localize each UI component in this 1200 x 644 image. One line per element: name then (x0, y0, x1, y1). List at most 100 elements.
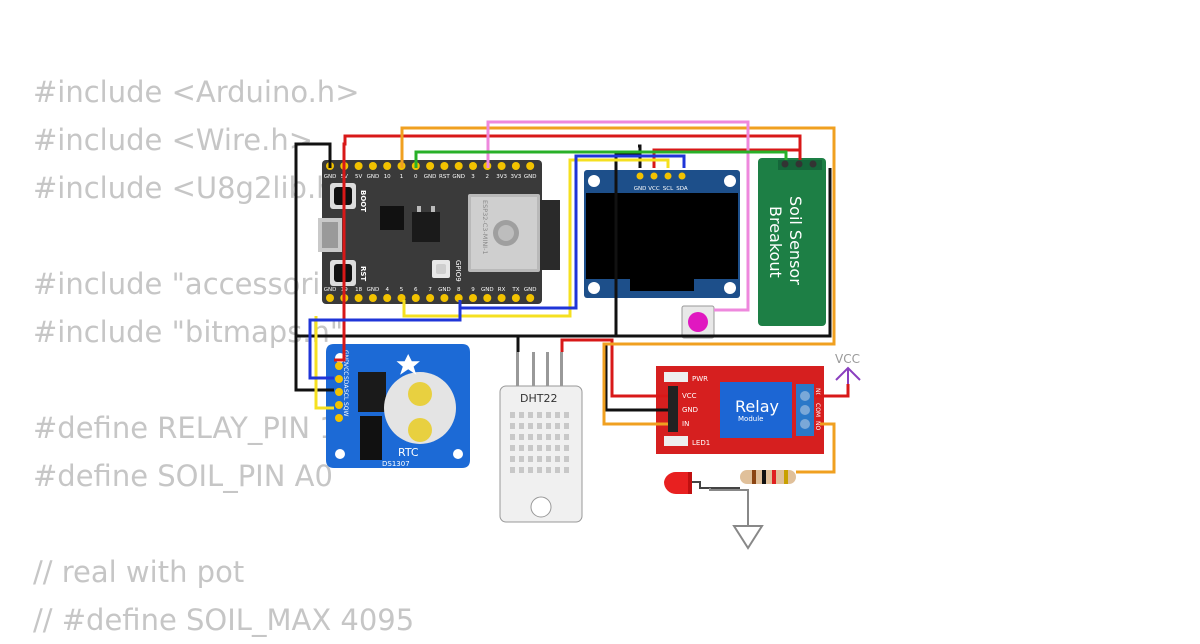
relay-module[interactable]: PWR LED1 VCC GND IN Relay Module NC COM … (656, 366, 824, 454)
header-pin-bottom[interactable] (411, 294, 420, 302)
pin-label-top: GND (367, 174, 380, 180)
header-pin-top[interactable] (426, 162, 435, 170)
code-line: #include <Arduino.h> (33, 75, 360, 109)
vcc-symbol: VCC (835, 352, 861, 384)
header-pin-bottom[interactable] (354, 294, 363, 302)
pin-label-bottom: RX (498, 287, 506, 293)
relay-contact-no: NO (814, 421, 821, 430)
code-line: #define RELAY_PIN 1 (33, 411, 338, 445)
pin-label-top: 3V3 (496, 174, 507, 180)
oled-pin-label: VCC (648, 186, 660, 192)
module-name: ESP32-C3-MINI-1 (481, 200, 489, 255)
rtc-pin[interactable] (335, 388, 343, 396)
pin-label-bottom: GND (367, 287, 380, 293)
header-pin-top[interactable] (440, 162, 449, 170)
rtc-pin-label: SQW (342, 402, 349, 417)
oled-pin-label: SCL (663, 186, 674, 192)
header-pin-bottom[interactable] (368, 294, 377, 302)
relay-pwr-label: PWR (692, 375, 708, 383)
pin-label-bottom: GND (438, 287, 451, 293)
pin-label-top: 0 (414, 174, 418, 180)
pin-label-top: 5V (355, 174, 362, 180)
push-button[interactable] (681, 305, 715, 339)
soil-sensor-breakout[interactable]: Soil Sensor Breakout (758, 158, 826, 326)
oled-pin[interactable] (650, 172, 658, 180)
oled-pin[interactable] (678, 172, 686, 180)
header-pin-top[interactable] (354, 162, 363, 170)
pin-label-bottom: GND (324, 287, 337, 293)
relay-subtitle: Module (738, 415, 763, 423)
rtc-pin-label: SCL (342, 389, 349, 401)
pin-label-bottom: TX (511, 287, 519, 293)
rtc-pin[interactable] (335, 375, 343, 383)
oled-pin[interactable] (636, 172, 644, 180)
code-line: #define SOIL_PIN A0 (33, 459, 333, 493)
wires (294, 120, 850, 526)
header-pin-bottom[interactable] (426, 294, 435, 302)
rst-label: RST (359, 266, 367, 281)
header-pin-top[interactable] (454, 162, 463, 170)
code-line: // real with pot (33, 555, 245, 589)
dht22-sensor[interactable]: DHT22 (499, 352, 583, 523)
resistor[interactable] (740, 470, 796, 484)
header-pin-top[interactable] (526, 162, 535, 170)
rtc-pin[interactable] (335, 401, 343, 409)
header-pin-top[interactable] (368, 162, 377, 170)
relay-pin-gnd: GND (682, 406, 698, 414)
relay-contact-com: COM (814, 403, 821, 417)
dht22-label: DHT22 (520, 392, 557, 405)
pin-label-bottom: 5 (400, 287, 404, 293)
red-led[interactable] (664, 471, 692, 494)
header-pin-bottom[interactable] (326, 294, 334, 302)
pin-label-bottom: 9 (471, 287, 475, 293)
pin-label-bottom: 4 (385, 287, 389, 293)
pin-label-top: 10 (384, 174, 391, 180)
boot-label: BOOT (359, 190, 367, 212)
pin-label-bottom: 7 (428, 287, 432, 293)
header-pin-bottom[interactable] (497, 294, 506, 302)
header-pin-top[interactable] (469, 162, 477, 170)
code-line: #include <Wire.h> (33, 123, 314, 157)
soil-label-line1: Soil Sensor (786, 196, 805, 285)
soil-label-line2: Breakout (766, 206, 785, 278)
header-pin-top[interactable] (383, 162, 392, 170)
rtc-chip-label: DS1307 (382, 460, 410, 468)
pin-label-top: 3 (471, 174, 475, 180)
pin-label-top: GND (324, 174, 337, 180)
header-pin-bottom[interactable] (526, 294, 535, 302)
pin-label-bottom: 6 (414, 287, 418, 293)
header-pin-top[interactable] (497, 162, 506, 170)
pin-label-top: RST (439, 174, 450, 180)
pin-label-top: 1 (400, 174, 404, 180)
relay-title: Relay (735, 397, 779, 416)
pin-label-top: GND (452, 174, 465, 180)
oled-pin[interactable] (664, 172, 672, 180)
header-pin-top[interactable] (511, 162, 520, 170)
pin-label-top: 2 (486, 174, 490, 180)
rtc-pin[interactable] (335, 362, 343, 370)
oled-pin-label: GND (634, 186, 647, 192)
rtc-pin-label: VCC (342, 363, 349, 375)
relay-pin-in: IN (682, 420, 689, 428)
gpio9-label: GPIO9 (454, 260, 462, 282)
header-pin-bottom[interactable] (483, 294, 492, 302)
rtc-label: RTC (398, 446, 419, 459)
pin-label-bottom: GND (524, 287, 537, 293)
header-pin-bottom[interactable] (469, 294, 477, 302)
rtc-pin-label: SDA (342, 376, 349, 389)
oled-pin-label: SDA (676, 186, 688, 192)
pin-label-top: 3V3 (511, 174, 522, 180)
rtc-pin[interactable] (335, 414, 343, 422)
pin-label-top: GND (524, 174, 537, 180)
pin-label-bottom: 18 (355, 287, 362, 293)
header-pin-bottom[interactable] (383, 294, 392, 302)
header-pin-bottom[interactable] (511, 294, 520, 302)
vcc-label: VCC (835, 352, 860, 366)
header-pin-bottom[interactable] (440, 294, 449, 302)
ground-symbol (732, 525, 764, 550)
pin-label-bottom: 8 (457, 287, 461, 293)
pin-label-bottom: GND (481, 287, 494, 293)
